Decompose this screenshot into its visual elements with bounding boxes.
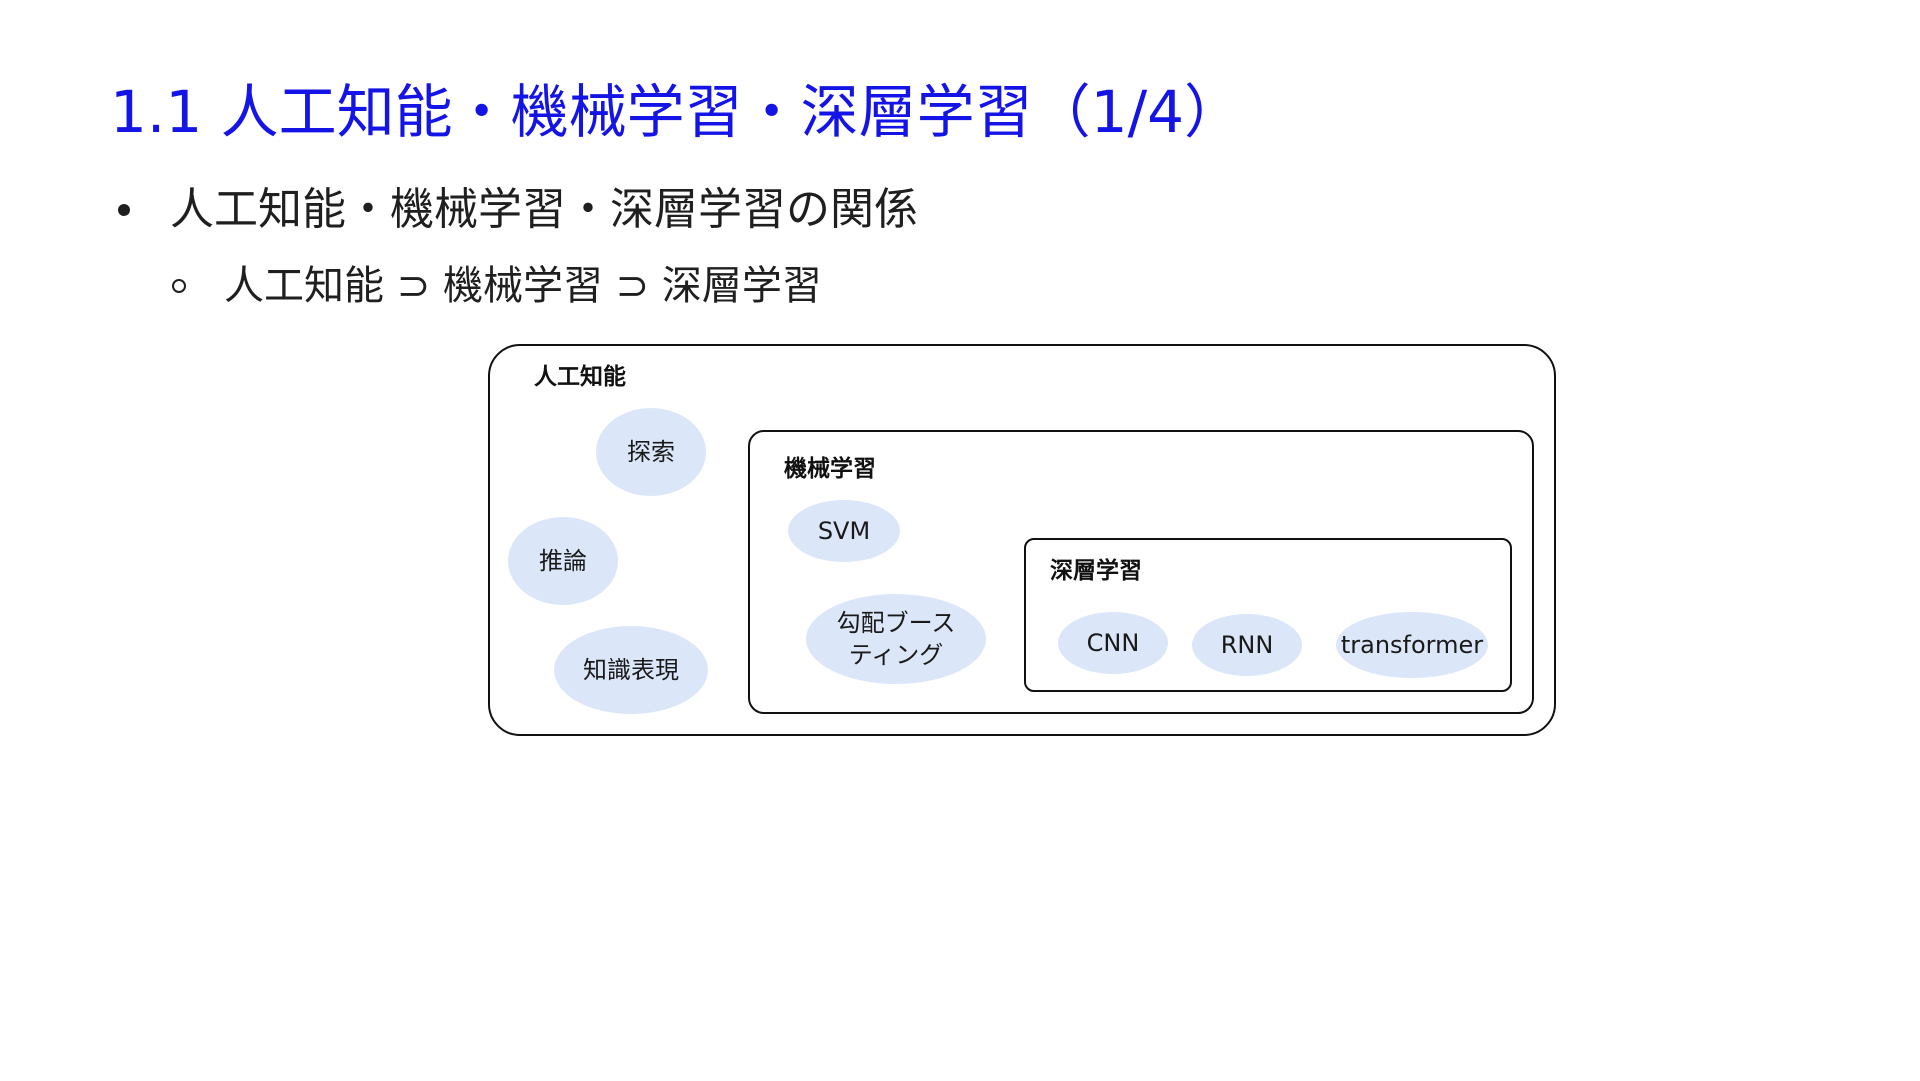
bullet-ring-icon [172, 279, 186, 293]
bullet-level1-text: 人工知能・機械学習・深層学習の関係 [170, 184, 918, 235]
gbt-line2: ティング [848, 641, 944, 669]
ml-box-label: 機械学習 [784, 456, 876, 482]
bullet-level2-text: 人工知能 ⊃ 機械学習 ⊃ 深層学習 [224, 263, 822, 309]
dl-item-rnn: RNN [1192, 614, 1302, 676]
ai-box-label: 人工知能 [534, 364, 626, 390]
bullet-level2: 人工知能 ⊃ 機械学習 ⊃ 深層学習 [172, 258, 822, 314]
gbt-line1: 勾配ブース [836, 609, 956, 637]
bullet-level1: 人工知能・機械学習・深層学習の関係 [118, 180, 918, 240]
dl-item-transformer: transformer [1336, 612, 1488, 678]
slide-title: 1.1 人工知能・機械学習・深層学習（1/4） [110, 78, 1243, 146]
ml-item-gradient-boosting: 勾配ブース ティング [806, 594, 986, 684]
bullet-dot-icon [118, 204, 130, 216]
ml-item-svm: SVM [788, 500, 900, 562]
dl-box-label: 深層学習 [1050, 558, 1142, 584]
ai-item-inference: 推論 [508, 517, 618, 605]
dl-item-cnn: CNN [1058, 612, 1168, 674]
ai-item-search: 探索 [596, 408, 706, 496]
ai-item-knowledge-representation: 知識表現 [554, 626, 708, 714]
